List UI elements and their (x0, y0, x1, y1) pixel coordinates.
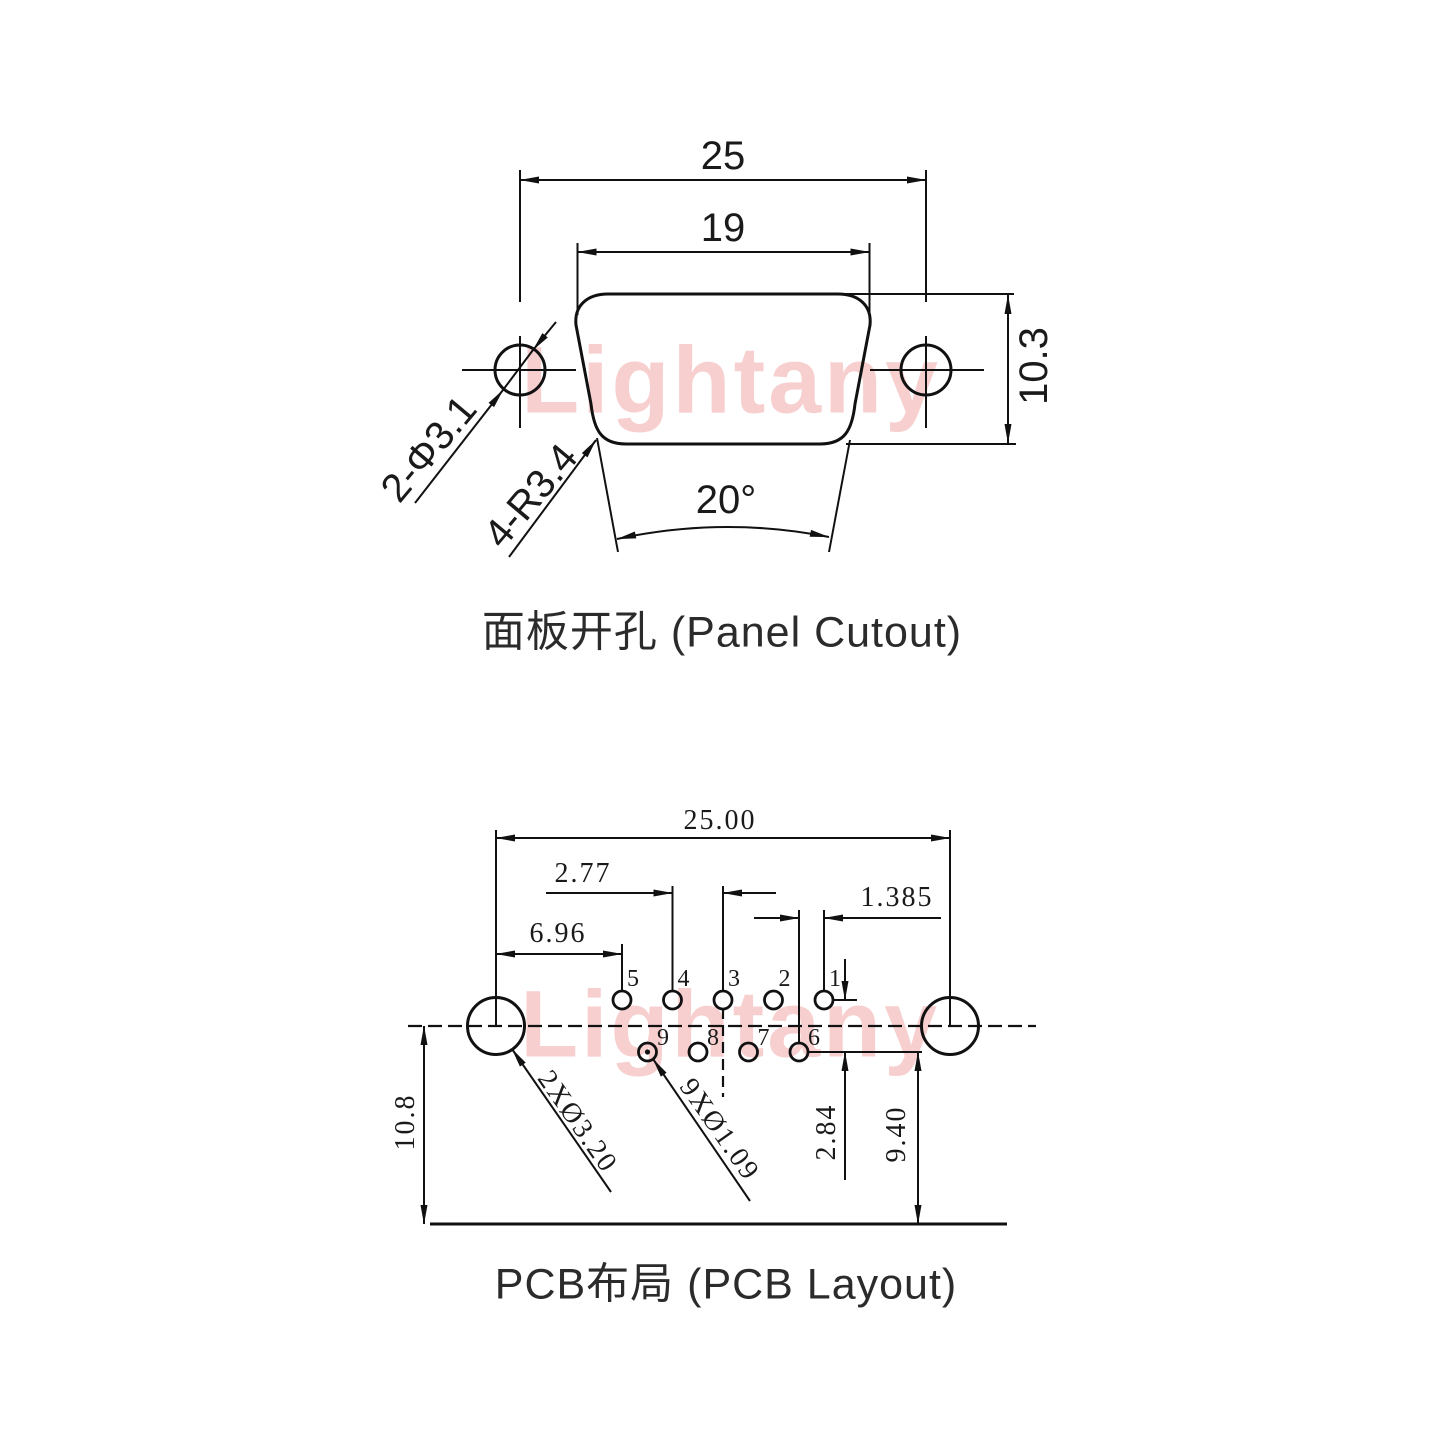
pin-label-6: 6 (808, 1025, 820, 1051)
panel-extension-lines (462, 170, 1016, 553)
dim-center-to-edge: 10.8 (390, 1093, 421, 1151)
pin-holes-top-row (611, 989, 835, 1011)
dim-mount-span-panel: 25 (700, 134, 746, 178)
pin-hole-6 (788, 1041, 810, 1063)
pcb-extension-lines (495, 830, 951, 1053)
panel-cutout-drawing (414, 170, 1016, 558)
dim-cutout-height: 10.3 (1012, 327, 1056, 405)
pin-hole-2 (763, 989, 784, 1011)
dim-mount-span-pcb: 25.00 (683, 805, 757, 836)
pin-label-5: 5 (627, 966, 639, 992)
pin-label-4: 4 (677, 966, 690, 992)
dim-row-spacing: 2.84 (811, 1103, 842, 1161)
pin-hole-5 (611, 989, 633, 1011)
dim-row-to-edge: 9.40 (881, 1105, 912, 1163)
panel-dimension-lines (414, 176, 1012, 558)
cutout-outline (574, 292, 872, 446)
pin-hole-7 (738, 1041, 759, 1063)
pin-hole-8 (687, 1041, 709, 1063)
pin-hole-9 (637, 1041, 658, 1063)
dim-pin-pitch: 2.77 (554, 858, 612, 889)
dim-row-offset: 1.385 (860, 882, 934, 913)
pin-hole-3 (712, 989, 734, 1011)
watermark-pcb: Lightany (520, 971, 940, 1078)
pin-hole-4 (662, 989, 683, 1011)
pcb-centerlines (408, 1008, 1036, 1097)
pin-label-8: 8 (707, 1025, 719, 1051)
pin-label-9: 9 (657, 1025, 669, 1051)
dim-side-angle: 20° (695, 478, 757, 522)
dim-cutout-width: 19 (700, 206, 746, 250)
pcb-layout-drawing (408, 830, 1036, 1226)
pin-label-3: 3 (728, 966, 740, 992)
pcb-dimension-lines (420, 834, 951, 1225)
panel-cutout-caption: 面板开孔 (Panel Cutout) (481, 608, 963, 657)
watermark-panel: Lightany (521, 327, 941, 434)
pin-label-2: 2 (778, 966, 791, 992)
pin-9-center-dot (644, 1049, 651, 1055)
pcb-layout-caption: PCB布局 (PCB Layout) (494, 1260, 958, 1309)
dim-pin5-offset: 6.96 (529, 918, 587, 949)
pin-label-1: 1 (829, 966, 841, 992)
pin-label-7: 7 (757, 1025, 770, 1051)
pin-hole-1 (813, 989, 835, 1011)
